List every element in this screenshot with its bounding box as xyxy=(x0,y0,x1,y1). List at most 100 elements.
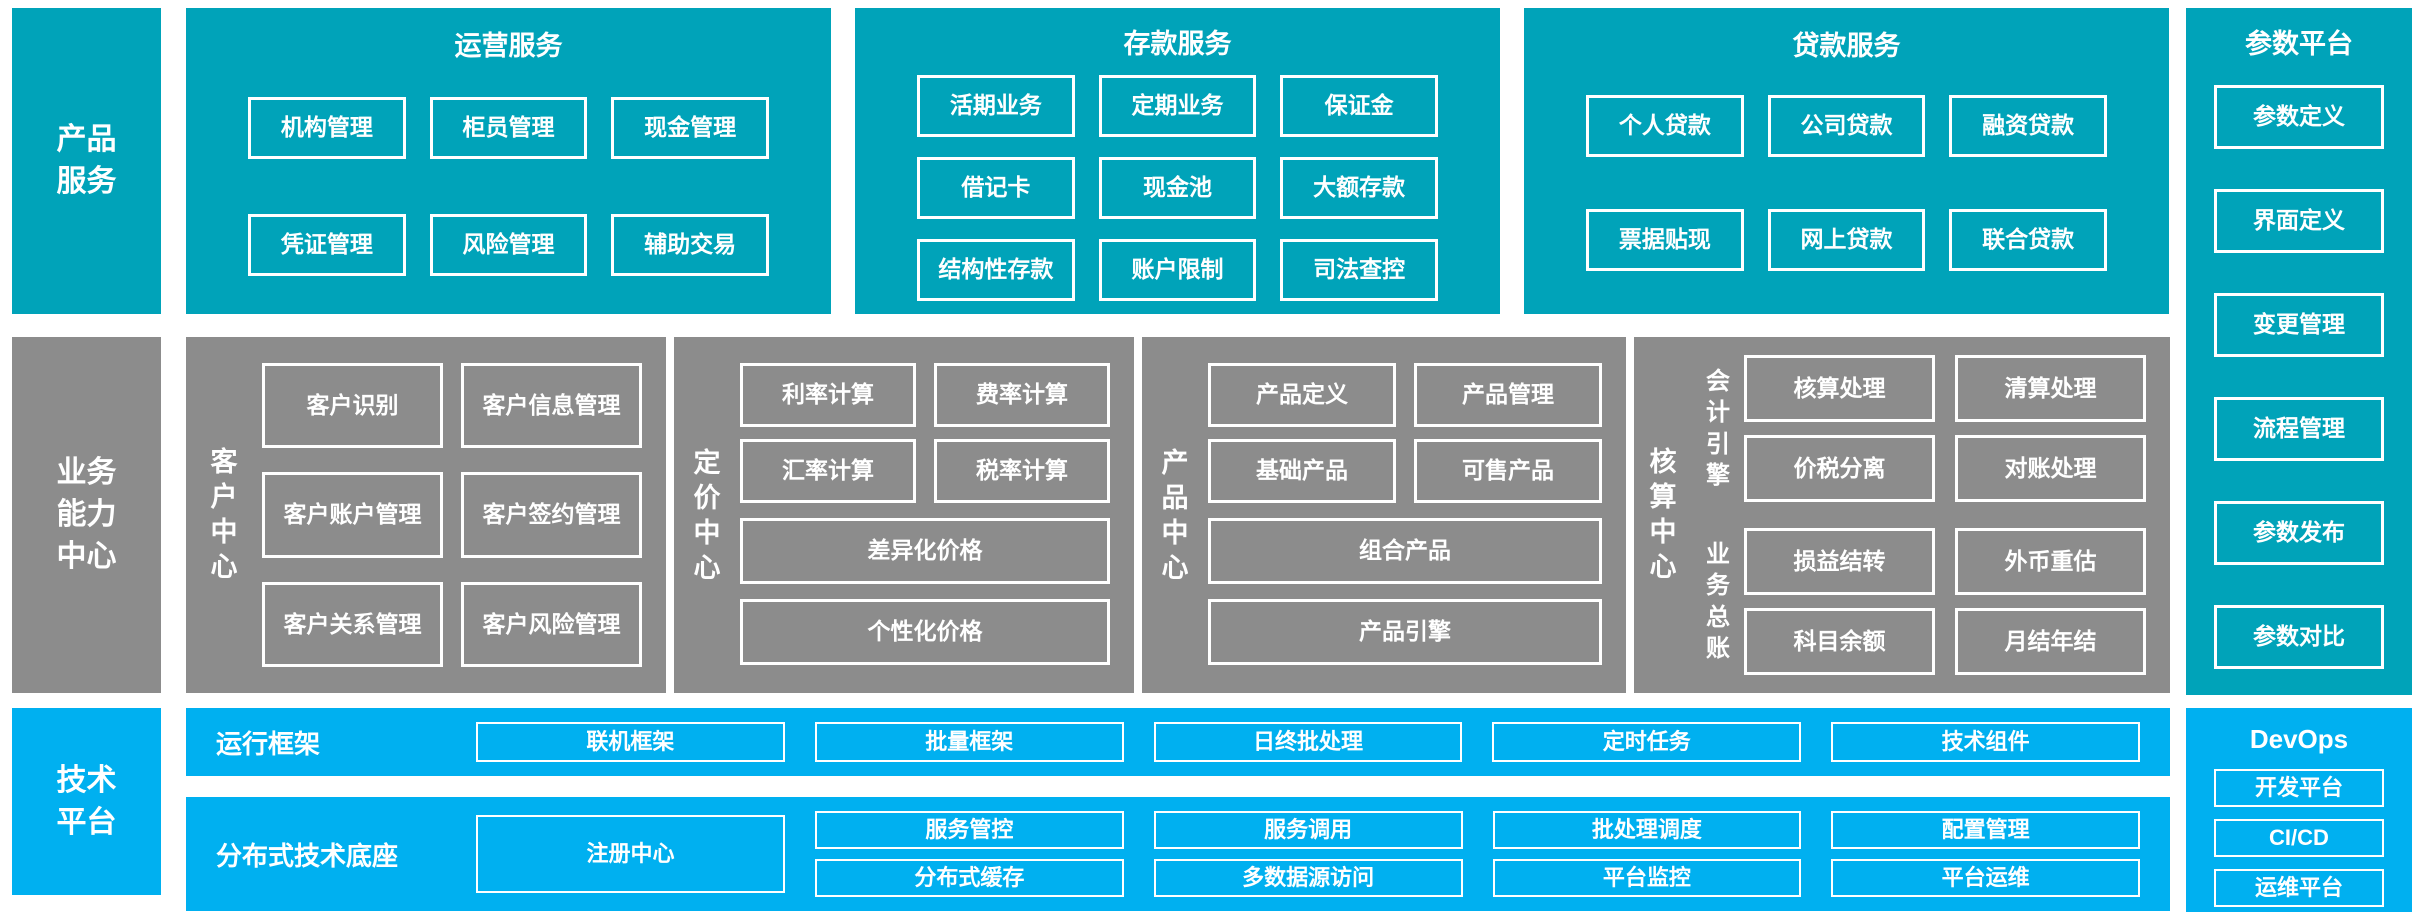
accounting-center-label-text: 核算中心 xyxy=(1649,446,1677,583)
capability-box-personalized-price: 个性化价格 xyxy=(740,599,1110,665)
deposit-title: 存款服务 xyxy=(1123,29,1232,59)
parameter-platform-stack: 参数定义 界面定义 变更管理 流程管理 参数发布 参数对比 xyxy=(2214,85,2384,669)
capability-box-sellable-product: 可售产品 xyxy=(1414,439,1602,503)
service-box-org-mgmt: 机构管理 xyxy=(248,97,406,159)
capability-box-combo-product: 组合产品 xyxy=(1208,518,1602,584)
capability-box-fee-calc: 费率计算 xyxy=(934,363,1110,427)
param-box-definition: 参数定义 xyxy=(2214,85,2384,149)
tech-box-scheduled-task: 定时任务 xyxy=(1492,722,1802,762)
capability-box-subject-balance: 科目余额 xyxy=(1744,608,1935,675)
service-box-online-loan: 网上贷款 xyxy=(1767,209,1926,271)
distributed-base-grid: 服务管控 服务调用 批处理调度 配置管理 分布式缓存 多数据源访问 平台监控 平… xyxy=(815,811,2140,897)
tech-box-batch-scheduling: 批处理调度 xyxy=(1492,811,1802,849)
service-box-account-restriction: 账户限制 xyxy=(1098,239,1257,301)
operations-title: 运营服务 xyxy=(454,31,563,61)
section-devops: DevOps 开发平台 CI/CD 运维平台 xyxy=(2186,708,2412,912)
distributed-base-label: 分布式技术底座 xyxy=(216,840,399,871)
service-box-personal-loan: 个人贷款 xyxy=(1586,95,1744,157)
rail-business-capability: 业务能力中心 xyxy=(12,337,161,693)
service-box-cash-mgmt: 现金管理 xyxy=(611,97,769,159)
devops-title: DevOps xyxy=(2249,724,2349,754)
section-customer-center: 客户中心 客户识别 客户信息管理 客户账户管理 客户签约管理 客户关系管理 客户… xyxy=(186,337,666,693)
capability-box-customer-info: 客户信息管理 xyxy=(461,363,642,449)
section-parameter-platform: 参数平台 参数定义 界面定义 变更管理 流程管理 参数发布 参数对比 xyxy=(2186,8,2412,695)
tech-box-online-framework: 联机框架 xyxy=(476,722,785,762)
devops-stack: 开发平台 CI/CD 运维平台 xyxy=(2214,769,2384,907)
service-box-cash-pool: 现金池 xyxy=(1098,157,1257,219)
capability-box-exchange-calc: 汇率计算 xyxy=(740,439,916,503)
rail-product-services: 产品服务 xyxy=(12,8,161,314)
capability-box-product-definition: 产品定义 xyxy=(1208,363,1396,427)
capability-box-product-engine: 产品引擎 xyxy=(1208,599,1602,665)
section-distributed-base: 分布式技术底座 注册中心 服务管控 服务调用 批处理调度 配置管理 分布式缓存 … xyxy=(186,797,2170,911)
operations-grid: 机构管理 柜员管理 现金管理 凭证管理 风险管理 辅助交易 xyxy=(248,97,769,276)
pricing-center-content: 利率计算 费率计算 汇率计算 税率计算 差异化价格 个性化价格 xyxy=(740,363,1110,669)
capability-box-clearing-process: 清算处理 xyxy=(1955,355,2146,422)
loan-grid: 个人贷款 公司贷款 融资贷款 票据贴现 网上贷款 联合贷款 xyxy=(1586,95,2107,271)
capability-box-interest-calc: 利率计算 xyxy=(740,363,916,427)
tech-box-config-mgmt: 配置管理 xyxy=(1831,811,2140,849)
service-box-judicial-control: 司法查控 xyxy=(1280,239,1438,301)
service-box-demand-deposit: 活期业务 xyxy=(917,75,1075,137)
pricing-center-label-text: 定价中心 xyxy=(693,447,721,584)
rail-technology-platform: 技术平台 xyxy=(12,708,161,895)
service-box-joint-loan: 联合贷款 xyxy=(1949,209,2107,271)
capability-box-reconciliation: 对账处理 xyxy=(1955,435,2146,502)
service-box-structured-deposit: 结构性存款 xyxy=(917,239,1075,301)
tech-box-platform-monitor: 平台监控 xyxy=(1492,859,1802,897)
parameter-platform-title: 参数平台 xyxy=(2245,29,2353,59)
business-ledger-label-text: 业务总账 xyxy=(1705,541,1730,662)
customer-center-grid: 客户识别 客户信息管理 客户账户管理 客户签约管理 客户关系管理 客户风险管理 xyxy=(262,363,642,667)
param-box-change-mgmt: 变更管理 xyxy=(2214,293,2384,357)
accounting-engine-label-text: 会计引擎 xyxy=(1705,368,1730,489)
pricing-center-label: 定价中心 xyxy=(674,363,740,669)
capability-box-pl-carryover: 损益结转 xyxy=(1744,528,1935,595)
tech-box-tech-component: 技术组件 xyxy=(1831,722,2140,762)
service-box-margin-deposit: 保证金 xyxy=(1280,75,1438,137)
param-box-publish: 参数发布 xyxy=(2214,501,2384,565)
capability-box-differential-price: 差异化价格 xyxy=(740,518,1110,584)
business-ledger-group: 业务总账 损益结转 外币重估 科目余额 月结年结 xyxy=(1692,528,2146,675)
service-box-voucher-mgmt: 凭证管理 xyxy=(248,214,406,276)
capability-box-price-tax-separation: 价税分离 xyxy=(1744,435,1935,502)
tech-box-service-invocation: 服务调用 xyxy=(1153,811,1463,849)
accounting-center-label: 核算中心 xyxy=(1634,355,1692,675)
section-accounting-center: 核算中心 会计引擎 核算处理 清算处理 价税分离 对账处理 业务总账 损 xyxy=(1634,337,2170,693)
capability-box-basic-product: 基础产品 xyxy=(1208,439,1396,503)
tech-box-distributed-cache: 分布式缓存 xyxy=(815,859,1124,897)
service-box-time-deposit: 定期业务 xyxy=(1098,75,1257,137)
customer-center-label: 客户中心 xyxy=(186,363,262,667)
section-pricing-center: 定价中心 利率计算 费率计算 汇率计算 税率计算 差异化价格 个性化价格 xyxy=(674,337,1134,693)
accounting-engine-group: 会计引擎 核算处理 清算处理 价税分离 对账处理 xyxy=(1692,355,2146,502)
capability-box-customer-risk: 客户风险管理 xyxy=(461,581,642,667)
service-box-auxiliary-trade: 辅助交易 xyxy=(611,214,769,276)
capability-box-month-year-end: 月结年结 xyxy=(1955,608,2146,675)
capability-box-customer-identify: 客户识别 xyxy=(262,363,443,449)
tech-box-batch-framework: 批量框架 xyxy=(814,722,1124,762)
product-center-content: 产品定义 产品管理 基础产品 可售产品 组合产品 产品引擎 xyxy=(1208,363,1602,669)
accounting-engine-label: 会计引擎 xyxy=(1692,355,1744,502)
product-center-label: 产品中心 xyxy=(1142,363,1208,669)
service-box-debit-card: 借记卡 xyxy=(917,157,1075,219)
section-operations-services: 运营服务 机构管理 柜员管理 现金管理 凭证管理 风险管理 辅助交易 xyxy=(186,8,831,314)
tech-box-platform-ops: 平台运维 xyxy=(1831,859,2140,897)
service-box-large-deposit: 大额存款 xyxy=(1280,157,1438,219)
capability-box-product-mgmt: 产品管理 xyxy=(1414,363,1602,427)
rail-technology-platform-label: 技术平台 xyxy=(56,763,117,839)
capability-box-accounting-process: 核算处理 xyxy=(1744,355,1935,422)
tech-box-multi-datasource: 多数据源访问 xyxy=(1153,859,1463,897)
tech-box-service-governance: 服务管控 xyxy=(815,811,1124,849)
tech-box-eod-batch: 日终批处理 xyxy=(1153,722,1463,762)
param-box-compare: 参数对比 xyxy=(2214,605,2384,669)
deposit-grid: 活期业务 定期业务 保证金 借记卡 现金池 大额存款 结构性存款 账户限制 司法… xyxy=(917,75,1438,301)
capability-box-customer-relation: 客户关系管理 xyxy=(262,581,443,667)
product-grid: 产品定义 产品管理 基础产品 可售产品 xyxy=(1208,363,1602,503)
tech-box-registry-center: 注册中心 xyxy=(476,815,785,893)
capability-box-customer-account: 客户账户管理 xyxy=(262,472,443,558)
devops-box-ops-platform: 运维平台 xyxy=(2214,869,2384,907)
business-ledger-grid: 损益结转 外币重估 科目余额 月结年结 xyxy=(1744,528,2146,675)
devops-box-dev-platform: 开发平台 xyxy=(2214,769,2384,807)
section-runtime-framework: 运行框架 联机框架 批量框架 日终批处理 定时任务 技术组件 xyxy=(186,708,2170,776)
rail-product-services-label: 产品服务 xyxy=(56,123,117,198)
